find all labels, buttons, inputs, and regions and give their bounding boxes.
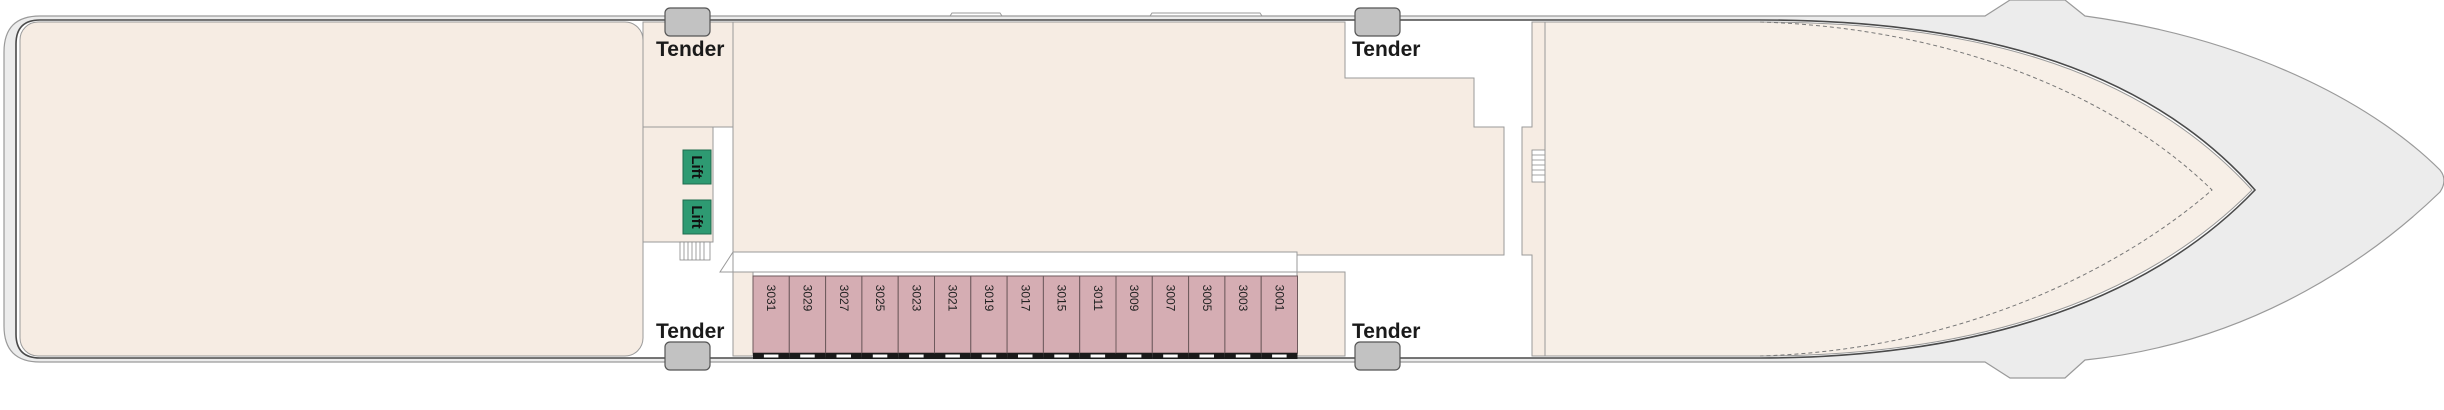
aft-stairs [679,241,711,261]
cabin-number: 3015 [1055,285,1069,312]
cabin-number: 3029 [800,285,814,312]
cabin-number: 3031 [764,285,778,312]
tender-label-aft-starboard: Tender [656,320,724,343]
cabin-3003[interactable]: 3003 [1224,275,1262,359]
upper-rail [949,12,1263,17]
cabin-3025[interactable]: 3025 [861,275,899,359]
lifeboat-aft-port [664,7,711,37]
cabin-3017[interactable]: 3017 [1006,275,1044,359]
lift-label-lower: Lift [688,205,705,228]
cabin-number: 3017 [1018,285,1032,312]
cabin-number: 3005 [1200,285,1214,312]
cabin-number: 3001 [1272,285,1286,312]
central-lower-strip [732,251,1298,273]
lift-lower[interactable]: Lift [682,199,712,235]
cabin-3021[interactable]: 3021 [934,275,972,359]
bow-deck-area [1544,21,2253,357]
tender-label-aft-port: Tender [656,38,724,61]
cabin-number: 3019 [982,285,996,312]
lifeboat-fwd-port [1354,7,1401,37]
cabin-3027[interactable]: 3027 [825,275,863,359]
cabin-number: 3007 [1163,285,1177,312]
lower-aft-strip [732,271,754,357]
cabin-3023[interactable]: 3023 [897,275,936,359]
cabin-number: 3027 [837,285,851,312]
lift-upper[interactable]: Lift [682,149,712,185]
tender-label-fwd-starboard: Tender [1352,320,1420,343]
cabin-3007[interactable]: 3007 [1151,275,1190,359]
cabin-3011[interactable]: 3011 [1079,275,1117,359]
corridor-notch [719,250,734,273]
cabin-3015[interactable]: 3015 [1042,275,1081,359]
cabin-number: 3023 [909,285,923,312]
cabin-3019[interactable]: 3019 [970,275,1008,359]
lifeboat-aft-starboard [664,341,711,371]
bow-inner-line [1759,21,2213,357]
cabin-number: 3009 [1127,285,1141,312]
cabin-number: 3025 [873,285,887,312]
cabin-3029[interactable]: 3029 [788,275,827,359]
tender-label-fwd-port: Tender [1352,38,1420,61]
cabin-number: 3021 [946,285,960,312]
cabin-3005[interactable]: 3005 [1188,275,1226,359]
cabin-number: 3003 [1236,285,1250,312]
cabin-3009[interactable]: 3009 [1115,275,1153,359]
aft-deck-area [19,21,644,357]
cabin-number: 3011 [1091,285,1105,311]
lower-fwd-strip [1296,271,1346,357]
lifeboat-fwd-starboard [1354,341,1401,371]
cabin-row: 3031 3029 3027 3025 3023 3021 3019 3017 3015 3011… [752,275,1298,359]
lift-label-upper: Lift [688,155,705,178]
cabin-3001[interactable]: 3001 [1260,275,1298,359]
cabin-3031[interactable]: 3031 [752,275,790,359]
